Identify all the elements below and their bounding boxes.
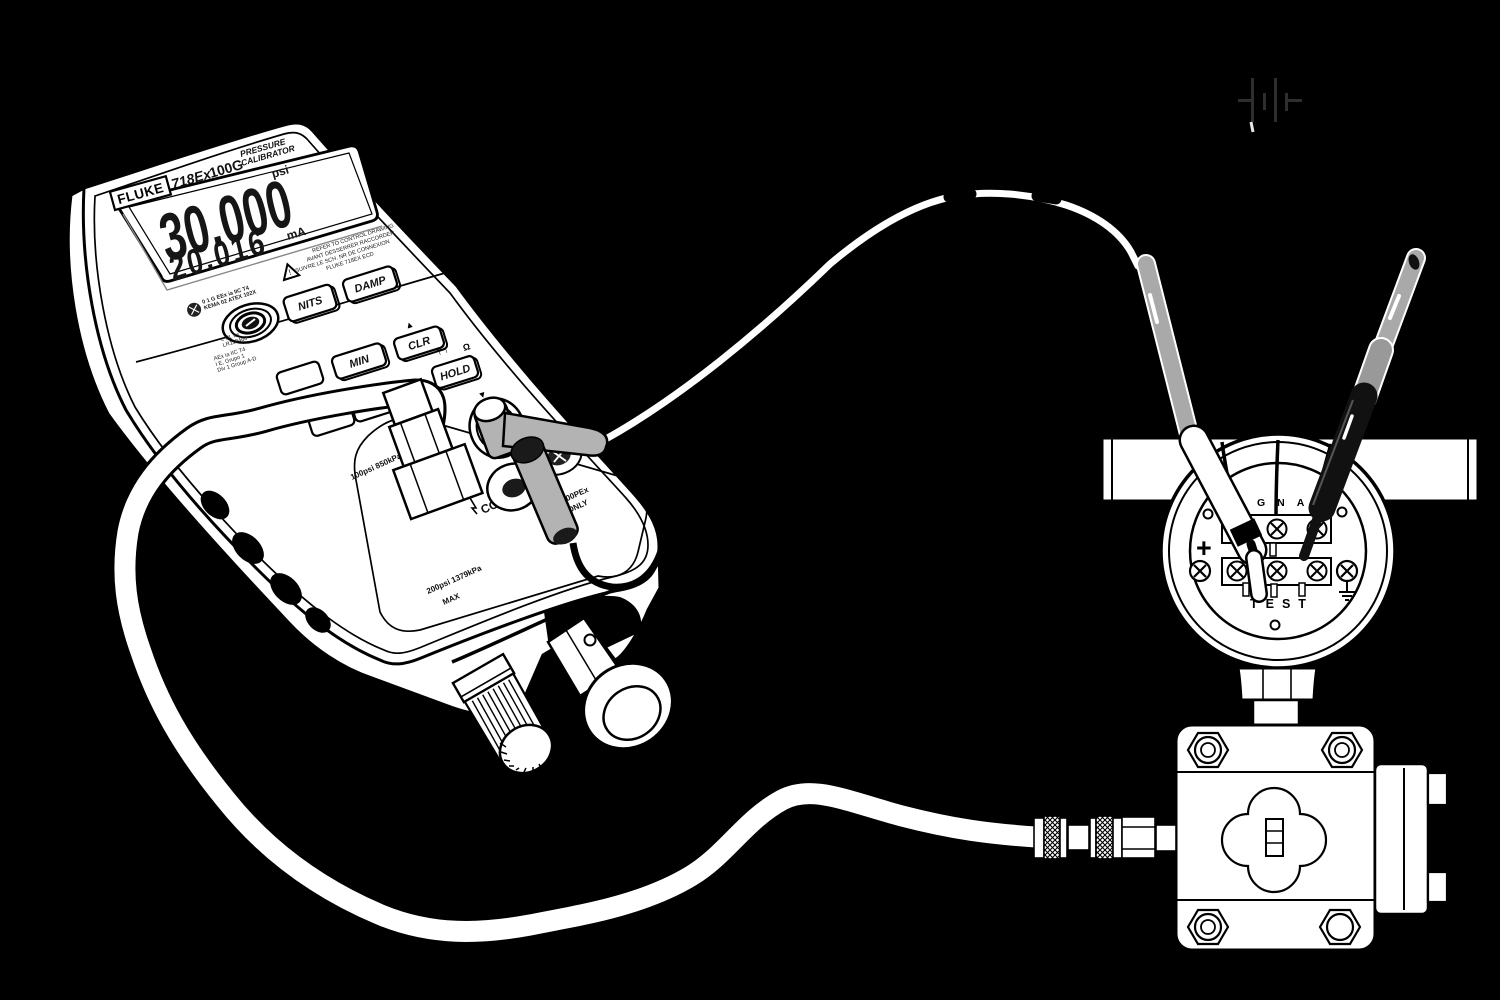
- svg-text:!: !: [288, 268, 293, 277]
- svg-text:c UL us: c UL us: [220, 332, 240, 343]
- svg-text:GNA: GNA: [1257, 497, 1316, 509]
- svg-text:Ω: Ω: [462, 341, 472, 353]
- svg-text:+: +: [1196, 533, 1212, 563]
- svg-text:mA: mA: [285, 224, 308, 243]
- svg-text:⊤⊤: ⊤⊤: [435, 345, 451, 358]
- svg-text:▼: ▼: [477, 389, 489, 401]
- svg-text:psi: psi: [270, 163, 291, 181]
- svg-text:▲: ▲: [404, 319, 416, 331]
